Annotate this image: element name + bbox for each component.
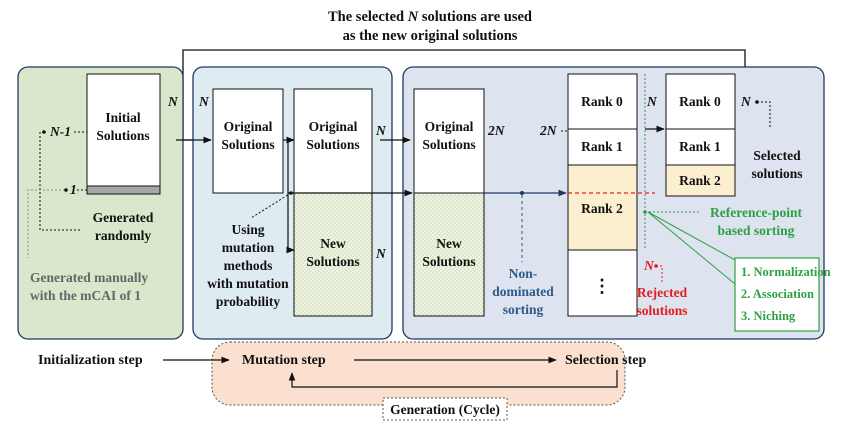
rank-dots-cell: [567, 249, 638, 317]
rank-n-label: N: [646, 94, 658, 109]
combined-2n-label: 2N: [487, 123, 506, 138]
initial-solutions-line1: Initial: [105, 110, 141, 125]
generated-randomly-line2: randomly: [95, 228, 152, 243]
combined-new-line2: Solutions: [422, 254, 475, 269]
selected-rank-1-label: Rank 1: [679, 139, 721, 154]
initialization-step-label: Initialization step: [38, 353, 143, 368]
mutation-step-label: Mutation step: [242, 353, 326, 368]
new-solutions-line2: Solutions: [306, 254, 359, 269]
rank-0-label: Rank 0: [581, 94, 623, 109]
init-one-label: 1: [70, 182, 77, 197]
init-n-minus-1-label: N-1: [49, 124, 71, 139]
combined-new-box: [413, 192, 485, 317]
using-line-4: probability: [216, 294, 281, 309]
generation-cycle-box: [211, 341, 626, 406]
refpoint-line2: based sorting: [718, 223, 795, 238]
init-n-label: N: [167, 94, 179, 109]
copy-n-label: N: [375, 123, 387, 138]
selected-rank-2-label: Rank 2: [679, 173, 721, 188]
rank-dots-label: ⋮: [593, 276, 611, 296]
new-solutions-line1: New: [320, 236, 346, 251]
rank-1-label: Rank 1: [581, 139, 623, 154]
nondominated-line3: sorting: [503, 302, 544, 317]
refpoint-step-0: 1. Normalization: [741, 265, 831, 279]
refpoint-step-1: 2. Association: [741, 287, 814, 301]
original-solutions-line1: Original: [224, 119, 273, 134]
refpoint-step-2: 3. Niching: [741, 309, 796, 323]
rank-2-cell: [567, 164, 638, 251]
caption-line1-post: solutions are used: [418, 9, 532, 25]
selected-n-label: N: [740, 94, 752, 109]
copy-solutions-line1: Original: [309, 119, 358, 134]
svg-text:The selected N solutions are u: The selected N solutions are used: [328, 9, 532, 25]
using-mutation-text: Using mutation methods with mutation pro…: [207, 222, 289, 309]
selected-rank-2-cell: [665, 164, 736, 197]
selection-step-label: Selection step: [565, 353, 646, 368]
mutation-left-n: N: [198, 94, 210, 109]
rejected-line2: solutions: [636, 303, 687, 318]
using-line-3: with mutation: [207, 276, 289, 291]
combined-original-line2: Solutions: [422, 137, 475, 152]
selected-rank-0-cell: [665, 73, 736, 130]
using-line-0: Using: [231, 222, 264, 237]
rank-2-label: Rank 2: [581, 201, 623, 216]
initial-solutions-box: [86, 73, 161, 187]
refpoint-steps-box: [734, 257, 820, 332]
using-line-2: methods: [224, 258, 273, 273]
initial-solutions-line2: Solutions: [96, 128, 149, 143]
rank-1-cell: [567, 128, 638, 166]
caption-line1-pre: The selected: [328, 9, 408, 25]
selected-rank-0-label: Rank 0: [679, 94, 721, 109]
new-n-label: N: [375, 246, 387, 261]
rank-0-cell: [567, 73, 638, 130]
selected-line2: solutions: [751, 166, 802, 181]
generation-cycle-label: Generation (Cycle): [390, 402, 500, 417]
combined-original-line1: Original: [425, 119, 474, 134]
rejected-line1: Rejected: [637, 285, 688, 300]
new-solutions-box: [293, 192, 373, 317]
selected-line1: Selected: [753, 148, 801, 163]
rank-2n-label: 2N: [539, 123, 558, 138]
rejected-n-label: N: [643, 258, 655, 273]
combined-new-line1: New: [436, 236, 462, 251]
original-solutions-line2: Solutions: [221, 137, 274, 152]
generation-label-box: [382, 397, 508, 421]
nondominated-line1: Non-: [509, 266, 538, 281]
generated-manually-line2: with the mCAI of 1: [30, 288, 141, 303]
original-solutions-box: [212, 88, 284, 194]
combined-original-box: [413, 88, 485, 194]
selected-rank-1-cell: [665, 128, 736, 166]
using-line-1: mutation: [222, 240, 275, 255]
copy-solutions-line2: Solutions: [306, 137, 359, 152]
generated-manually-line1: Generated manually: [30, 270, 148, 285]
refpoint-line1: Reference-point: [710, 205, 802, 220]
top-caption: The selected N solutions are used as the…: [328, 9, 532, 44]
nondominated-line2: dominated: [492, 284, 554, 299]
caption-line2: as the new original solutions: [343, 28, 518, 44]
generated-randomly-line1: Generated: [93, 210, 154, 225]
caption-line1-n: N: [407, 9, 419, 25]
initial-solutions-manual-row: [86, 185, 161, 195]
